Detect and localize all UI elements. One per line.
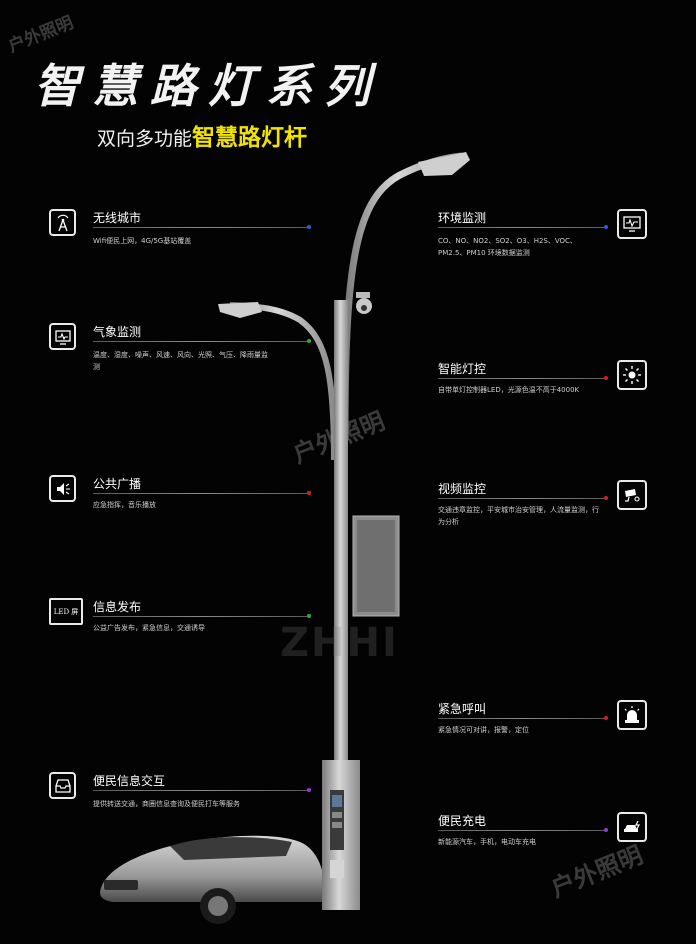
accent-dot — [604, 225, 608, 229]
divider — [438, 830, 606, 831]
accent-dot — [604, 716, 608, 720]
feature-desc: 应急指挥，音乐播放 — [93, 501, 156, 509]
divider — [93, 493, 309, 494]
feature-desc: 温度、湿度、噪声、风速、风向、光照、气压、降雨量监测 — [93, 351, 268, 371]
divider — [93, 616, 309, 617]
divider — [438, 718, 606, 719]
charging-car-icon — [617, 812, 647, 842]
feature-desc: CO、NO、NO2、SO2、O3、H2S、VOC、PM2.5、PM10 环境数据… — [438, 237, 577, 257]
feature-title: 便民充电 — [438, 814, 487, 828]
brand-logo-watermark: ZHHI — [280, 620, 399, 666]
divider — [438, 498, 606, 499]
inbox-icon — [49, 772, 76, 799]
subtitle-prefix: 双向多功能 — [97, 128, 193, 150]
wifi-tower-icon — [49, 209, 76, 236]
feature-title: 智能灯控 — [438, 362, 487, 376]
feature-desc: Wifi便民上网，4G/5G基站覆盖 — [93, 237, 192, 245]
feature-title: 紧急呼叫 — [438, 702, 487, 716]
feature-title: 信息发布 — [93, 600, 142, 614]
speaker-icon — [49, 475, 76, 502]
accent-dot — [604, 376, 608, 380]
accent-dot — [604, 828, 608, 832]
feature-desc: 交通违章监控，平安城市治安管理，人流量监测，行为分析 — [438, 506, 599, 526]
feature-title: 便民信息交互 — [93, 774, 166, 788]
led-screen-icon: LED 屏 — [49, 598, 83, 625]
divider — [93, 341, 309, 342]
alarm-light-icon — [617, 700, 647, 730]
feature-title: 公共广播 — [93, 477, 142, 491]
feature-title: 气象监测 — [93, 325, 142, 339]
feature-desc: 新能源汽车，手机，电动车充电 — [438, 838, 536, 846]
divider — [438, 378, 606, 379]
accent-dot — [307, 491, 311, 495]
sun-icon — [617, 360, 647, 390]
accent-dot — [307, 225, 311, 229]
feature-title: 环境监测 — [438, 211, 487, 225]
feature-title: 视频监控 — [438, 482, 487, 496]
main-title: 智慧路灯系列 — [34, 59, 382, 113]
monitor-icon — [49, 323, 76, 350]
feature-desc: 自带单灯控制器LED，光源色温不高于4000K — [438, 386, 580, 394]
accent-dot — [307, 614, 311, 618]
feature-title: 无线城市 — [93, 211, 142, 225]
accent-dot — [604, 496, 608, 500]
subtitle: 双向多功能智慧路灯杆 — [97, 118, 307, 152]
divider — [438, 227, 606, 228]
feature-desc: 提供转送交通，商圈信息查询及便民打车等服务 — [93, 800, 240, 808]
accent-dot — [307, 339, 311, 343]
divider — [93, 790, 309, 791]
divider — [93, 227, 309, 228]
accent-dot — [307, 788, 311, 792]
camera-icon — [617, 480, 647, 510]
feature-desc: 公益广告发布，紧急信息，交通诱导 — [93, 624, 205, 632]
env-monitor-icon — [617, 209, 647, 239]
feature-desc: 紧急情况可对讲，报警，定位 — [438, 726, 529, 734]
subtitle-highlight: 智慧路灯杆 — [192, 125, 308, 151]
